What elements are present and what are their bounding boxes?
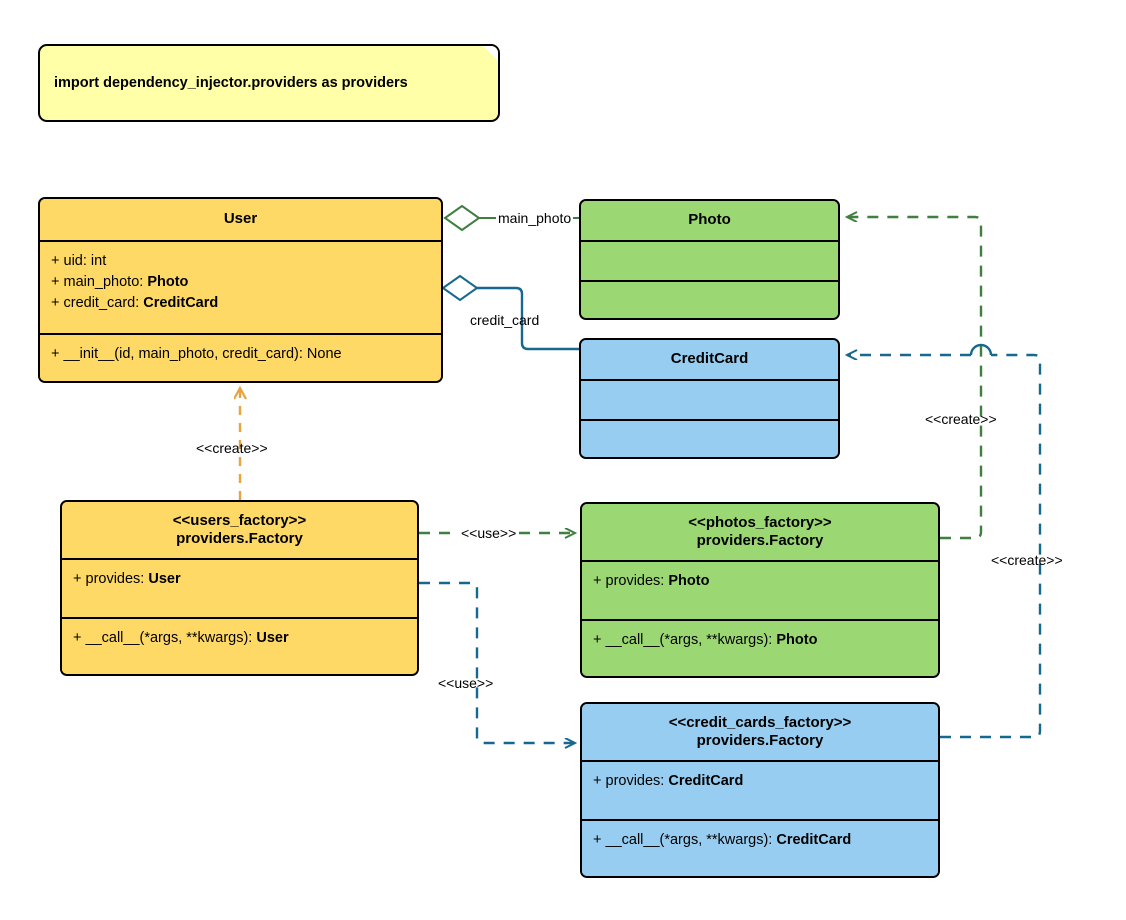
class-member: + __call__(*args, **kwargs): Photo <box>593 630 927 651</box>
class-member: + __init__(id, main_photo, credit_card):… <box>51 344 430 365</box>
member-text: __call__(*args, **kwargs): <box>605 832 777 848</box>
edge-label-create-credit-card: <<create>> <box>991 552 1063 568</box>
class-users-factory-stereotype: <<users_factory>> <box>172 511 307 529</box>
class-photos-factory-name: providers.Factory <box>696 532 824 549</box>
class-box-user[interactable]: User + uid: int + main_photo: Photo + cr… <box>38 197 443 383</box>
member-type: CreditCard <box>668 773 744 789</box>
class-box-credit-card[interactable]: CreditCard <box>579 338 840 459</box>
class-users-factory-attributes: + provides: User <box>62 560 417 619</box>
edge-label-use-photos-factory: <<use>> <box>459 525 519 541</box>
class-member: + provides: User <box>73 569 406 590</box>
class-member: + uid: int <box>51 251 430 272</box>
class-photo-methods <box>581 282 838 318</box>
class-credit-cards-factory-attributes: + provides: CreditCard <box>582 762 938 821</box>
class-photos-factory-stereotype: <<photos_factory>> <box>688 513 832 531</box>
class-user-title: User <box>40 199 441 242</box>
note-dogear-icon <box>482 46 498 62</box>
member-visibility: + <box>51 274 60 291</box>
import-note: import dependency_injector.providers as … <box>38 44 500 122</box>
member-visibility: + <box>73 630 82 646</box>
class-member: + __call__(*args, **kwargs): CreditCard <box>593 830 927 851</box>
member-visibility: + <box>593 773 602 789</box>
class-photo-attributes <box>581 242 838 282</box>
member-type: Photo <box>776 632 818 648</box>
class-member: + credit_card: CreditCard <box>51 293 430 314</box>
class-box-credit-cards-factory[interactable]: <<credit_cards_factory>> providers.Facto… <box>580 702 940 878</box>
class-box-users-factory[interactable]: <<users_factory>> providers.Factory + pr… <box>60 500 419 676</box>
class-user-name: User <box>223 210 258 228</box>
edge-users-factory-use-credit-cards-factory <box>419 581 575 743</box>
edge-photos-factory-create-photo <box>847 217 983 540</box>
member-visibility: + <box>51 346 60 362</box>
class-credit-card-name: CreditCard <box>670 350 749 368</box>
member-type: CreditCard <box>776 832 852 848</box>
member-type: Photo <box>668 573 710 589</box>
class-box-photo[interactable]: Photo <box>579 199 840 320</box>
class-photos-factory-methods: + __call__(*args, **kwargs): Photo <box>582 621 938 676</box>
member-text: __call__(*args, **kwargs): <box>85 630 257 646</box>
class-users-factory-title: <<users_factory>> providers.Factory <box>62 502 417 560</box>
class-member: + provides: CreditCard <box>593 771 927 792</box>
member-visibility: + <box>593 573 602 589</box>
edge-label-create-photo: <<create>> <box>925 411 997 427</box>
member-type: User <box>256 630 289 646</box>
member-type: CreditCard <box>143 295 219 312</box>
class-photo-name: Photo <box>688 211 731 229</box>
class-member: + provides: Photo <box>593 571 927 592</box>
class-users-factory-name: providers.Factory <box>176 530 303 547</box>
member-type: Photo <box>147 274 189 291</box>
class-credit-cards-factory-name: providers.Factory <box>696 732 824 749</box>
class-credit-cards-factory-stereotype: <<credit_cards_factory>> <box>668 713 852 731</box>
edge-label-credit-card: credit_card <box>470 312 540 328</box>
member-type: int <box>90 253 107 269</box>
class-photos-factory-title: <<photos_factory>> providers.Factory <box>582 504 938 562</box>
member-visibility: + <box>593 632 602 648</box>
class-user-attributes: + uid: int + main_photo: Photo + credit_… <box>40 242 441 335</box>
member-text: uid: <box>63 253 91 269</box>
class-member: + __call__(*args, **kwargs): User <box>73 628 406 649</box>
member-visibility: + <box>593 832 602 848</box>
member-text: provides: <box>605 773 669 789</box>
member-visibility: + <box>51 253 60 269</box>
member-text: credit_card: <box>63 295 144 312</box>
edge-label-use-credit-cards-factory: <<use>> <box>438 675 494 691</box>
import-note-text: import dependency_injector.providers as … <box>54 75 408 91</box>
class-credit-cards-factory-title: <<credit_cards_factory>> providers.Facto… <box>582 704 938 762</box>
class-member: + main_photo: Photo <box>51 272 430 293</box>
member-visibility: + <box>73 571 82 587</box>
class-users-factory-methods: + __call__(*args, **kwargs): User <box>62 619 417 674</box>
member-text: __call__(*args, **kwargs): <box>605 632 777 648</box>
member-type: None <box>306 346 342 362</box>
member-type: User <box>148 571 181 587</box>
class-credit-card-attributes <box>581 381 838 421</box>
class-photos-factory-attributes: + provides: Photo <box>582 562 938 621</box>
class-photo-title: Photo <box>581 201 838 242</box>
member-text: main_photo: <box>63 274 148 291</box>
member-visibility: + <box>51 295 60 312</box>
member-text: __init__(id, main_photo, credit_card): <box>63 346 307 362</box>
class-credit-cards-factory-methods: + __call__(*args, **kwargs): CreditCard <box>582 821 938 876</box>
member-text: provides: <box>85 571 149 587</box>
class-credit-card-title: CreditCard <box>581 340 838 381</box>
edge-label-main-photo: main_photo <box>496 210 574 226</box>
member-text: provides: <box>605 573 669 589</box>
edge-label-create-user: <<create>> <box>196 440 268 456</box>
class-box-photos-factory[interactable]: <<photos_factory>> providers.Factory + p… <box>580 502 940 678</box>
class-user-methods: + __init__(id, main_photo, credit_card):… <box>40 335 441 381</box>
class-credit-card-methods <box>581 421 838 457</box>
